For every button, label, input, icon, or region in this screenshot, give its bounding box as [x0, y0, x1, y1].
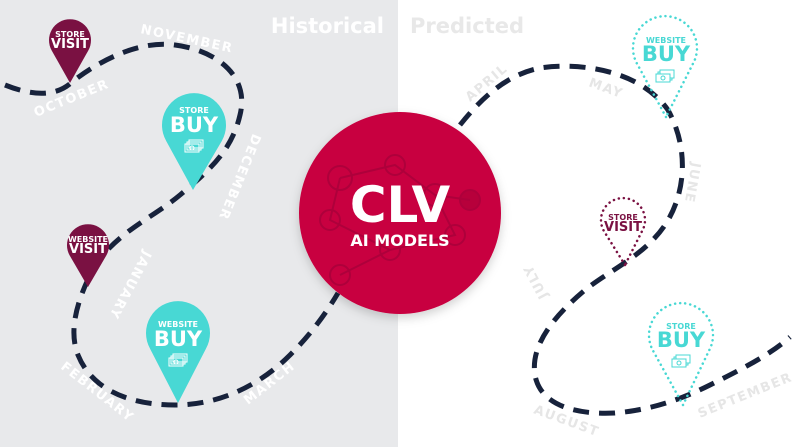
pin-predicted-store-visit: STORE VISIT [599, 196, 647, 268]
pin-predicted-website-buy: WEBSITE BUY [631, 14, 699, 120]
svg-text:WEBSITE: WEBSITE [158, 320, 198, 329]
pin-website-buy: WEBSITE BUY [146, 301, 210, 403]
svg-text:WEBSITE: WEBSITE [68, 235, 108, 244]
historical-label: Historical [271, 14, 384, 38]
svg-text:WEBSITE: WEBSITE [646, 36, 686, 45]
svg-text:BUY: BUY [642, 42, 691, 66]
pin-store-buy: STORE BUY [162, 93, 226, 190]
month-june: JUNE [681, 160, 703, 204]
center-subtitle: AI MODELS [350, 231, 449, 250]
predicted-label: Predicted [410, 14, 524, 38]
pin-predicted-store-buy: STORE BUY [647, 301, 715, 408]
pin-website-visit: WEBSITE VISIT [67, 224, 109, 287]
svg-text:BUY: BUY [657, 328, 706, 352]
historical-trail [4, 41, 341, 408]
clv-ai-models-badge: CLV AI MODELS [299, 112, 501, 314]
svg-text:VISIT: VISIT [51, 37, 89, 52]
predicted-trail [458, 63, 792, 416]
svg-text:STORE: STORE [608, 213, 638, 222]
pin-store-visit: STORE VISIT [49, 19, 92, 83]
svg-text:VISIT: VISIT [604, 220, 642, 235]
svg-text:STORE: STORE [666, 322, 696, 331]
network-icon [319, 154, 481, 286]
money-icon [671, 354, 691, 368]
svg-text:STORE: STORE [179, 106, 209, 115]
svg-text:STORE: STORE [55, 30, 85, 39]
svg-text:VISIT: VISIT [69, 242, 107, 257]
center-title: CLV [350, 176, 451, 234]
money-icon [655, 69, 675, 83]
svg-text:BUY: BUY [170, 113, 219, 137]
svg-text:BUY: BUY [154, 327, 203, 351]
